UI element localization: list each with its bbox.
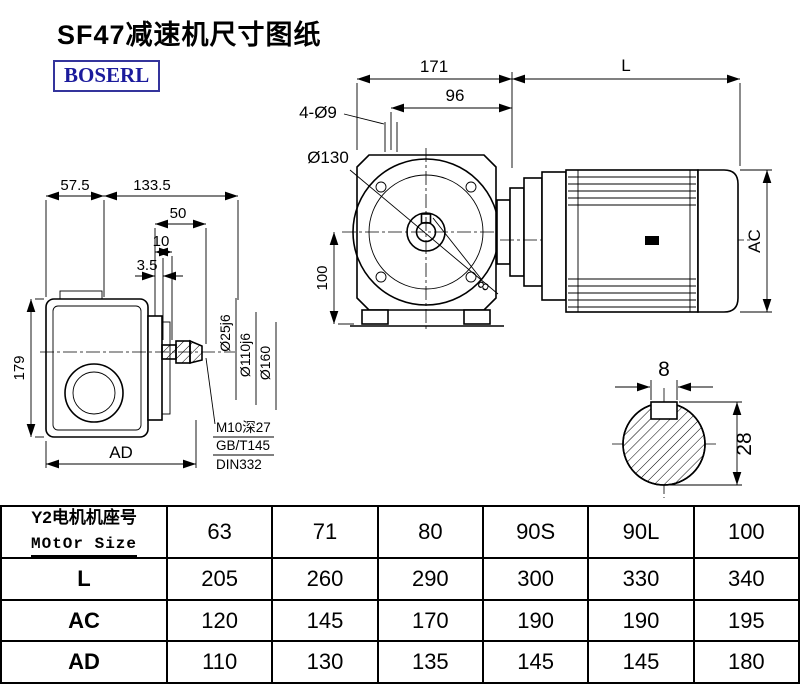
note-din-label: DIN332 [216,457,262,472]
table-cell: 190 [587,598,695,643]
adapter-housing [496,177,543,287]
motor-size-value: 90S [481,504,590,560]
table-cell: 195 [692,598,800,643]
dia-160-label: Ø160 [257,346,273,380]
table-row-AD: AD 110 130 135 145 145 180 [0,640,800,684]
dim-171-label: 171 [420,57,448,76]
motor-view-dimensions: L AC [512,56,772,313]
row-label-L: L [0,557,168,601]
table-cell: 190 [481,598,590,643]
table-cell: 180 [692,640,800,684]
table-cell: 330 [587,557,695,601]
motor-size-value: 90L [587,504,695,560]
front-view [342,148,512,332]
brand-logo: BOSERL [53,60,161,92]
table-cell: 260 [271,557,379,601]
table-cell: 110 [165,640,274,684]
front-view-dimensions: 171 96 4-Ø9 Ø130 100 8 [299,57,513,325]
side-view [40,290,235,438]
table-cell: 135 [376,640,484,684]
table-cell: 145 [481,640,590,684]
dim-50-label: 50 [170,205,187,222]
note-gb-label: GB/T145 [216,438,270,453]
table-cell: 290 [376,557,484,601]
row-label-AD: AD [0,640,168,684]
dim-l-label: L [621,56,630,75]
side-view-dimensions: 57.5 133.5 50 10 3.5 179 AD Ø25j6 [11,177,277,472]
dim-ad-label: AD [109,443,133,462]
dim-57-5-label: 57.5 [60,177,89,194]
table-row-AC: AC 120 145 170 190 190 195 [0,598,800,643]
dim-10-label: 10 [153,233,170,250]
size-table: Y2电机机座号 MOtOr Size 63 71 80 90S 90L 100 … [0,504,800,684]
motor-size-value: 63 [165,504,274,560]
dim-96-label: 96 [446,86,465,105]
table-cell: 205 [165,557,274,601]
dim-100-label: 100 [314,265,331,290]
table-cell: 120 [165,598,274,643]
dim-holes-label: 4-Ø9 [299,103,337,122]
motor-size-header: Y2电机机座号 MOtOr Size [0,504,168,560]
dim-key-height-label: 28 [733,432,756,455]
table-cell: 130 [271,640,379,684]
table-cell: 170 [376,598,484,643]
shaft-section-view: 8 28 [612,358,756,498]
brand-logo-text: BOSERL [64,63,150,87]
motor-size-value: 100 [692,504,800,560]
dim-key-width-label: 8 [658,358,670,381]
dim-133-5-label: 133.5 [133,177,171,194]
motor-size-value: 80 [376,504,484,560]
page-title: SF47减速机尺寸图纸 [57,20,322,50]
table-cell: 300 [481,557,590,601]
table-cell: 145 [271,598,379,643]
dim-3-5-label: 3.5 [137,257,158,274]
motor-size-value: 71 [271,504,379,560]
note-tap-label: M10深27 [216,420,271,435]
motor-view [500,169,756,313]
dia-130-label: Ø130 [307,148,349,167]
row-label-AC: AC [0,598,168,643]
motor-size-header-cn: Y2电机机座号 [31,508,137,527]
motor-size-header-en: MOtOr Size [30,535,137,558]
dim-179-label: 179 [11,355,28,380]
drawing-svg: 57.5 133.5 50 10 3.5 179 AD Ø25j6 [11,56,772,498]
table-cell: 340 [692,557,800,601]
dim-ac-label: AC [745,229,764,253]
table-cell: 145 [587,640,695,684]
dia-25-label: Ø25j6 [217,314,233,352]
table-row-L: L 205 260 290 300 330 340 [0,557,800,601]
dia-110-label: Ø110j6 [237,333,253,377]
table-row-motor-size: Y2电机机座号 MOtOr Size 63 71 80 90S 90L 100 [0,504,800,560]
